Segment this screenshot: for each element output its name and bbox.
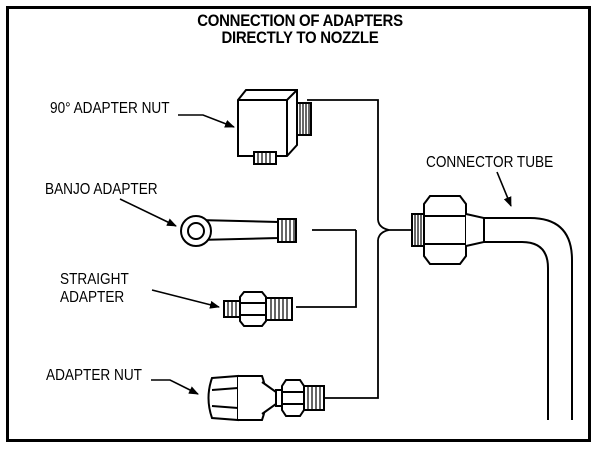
arrow-banjo — [119, 198, 177, 227]
part-adapter-nut — [207, 374, 325, 422]
connecting-lines — [296, 99, 412, 399]
arrow-connector-tube — [496, 171, 512, 207]
arrow-90-adapter — [178, 114, 235, 128]
diagram-frame — [6, 6, 591, 442]
leader-arrows — [119, 114, 512, 395]
part-banjo-adapter — [180, 215, 297, 247]
line-from-straight — [296, 230, 357, 308]
label-straight-adapter-line-1: STRAIGHT — [60, 271, 129, 288]
label-adapter-nut: ADAPTER NUT — [46, 367, 142, 384]
label-connector-tube: CONNECTOR TUBE — [426, 154, 554, 171]
diagram-title-line-2: DIRECTLY TO NOZZLE — [221, 28, 379, 47]
part-connector-tube — [411, 195, 573, 420]
label-banjo-adapter: BANJO ADAPTER — [45, 181, 158, 198]
line-from-90-adapter — [307, 99, 379, 220]
label-straight-adapter-line-2: ADAPTER — [60, 289, 125, 306]
part-90-adapter-nut — [237, 89, 312, 165]
label-90-adapter-nut: 90° ADAPTER NUT — [50, 100, 170, 117]
arrow-straight — [151, 289, 220, 309]
arrow-adapter-nut — [151, 379, 199, 395]
brace-tip — [377, 219, 390, 241]
line-from-adapter-nut — [324, 240, 379, 399]
part-straight-adapter — [223, 291, 293, 327]
diagram-title-line-1: CONNECTION OF ADAPTERS — [197, 11, 403, 30]
